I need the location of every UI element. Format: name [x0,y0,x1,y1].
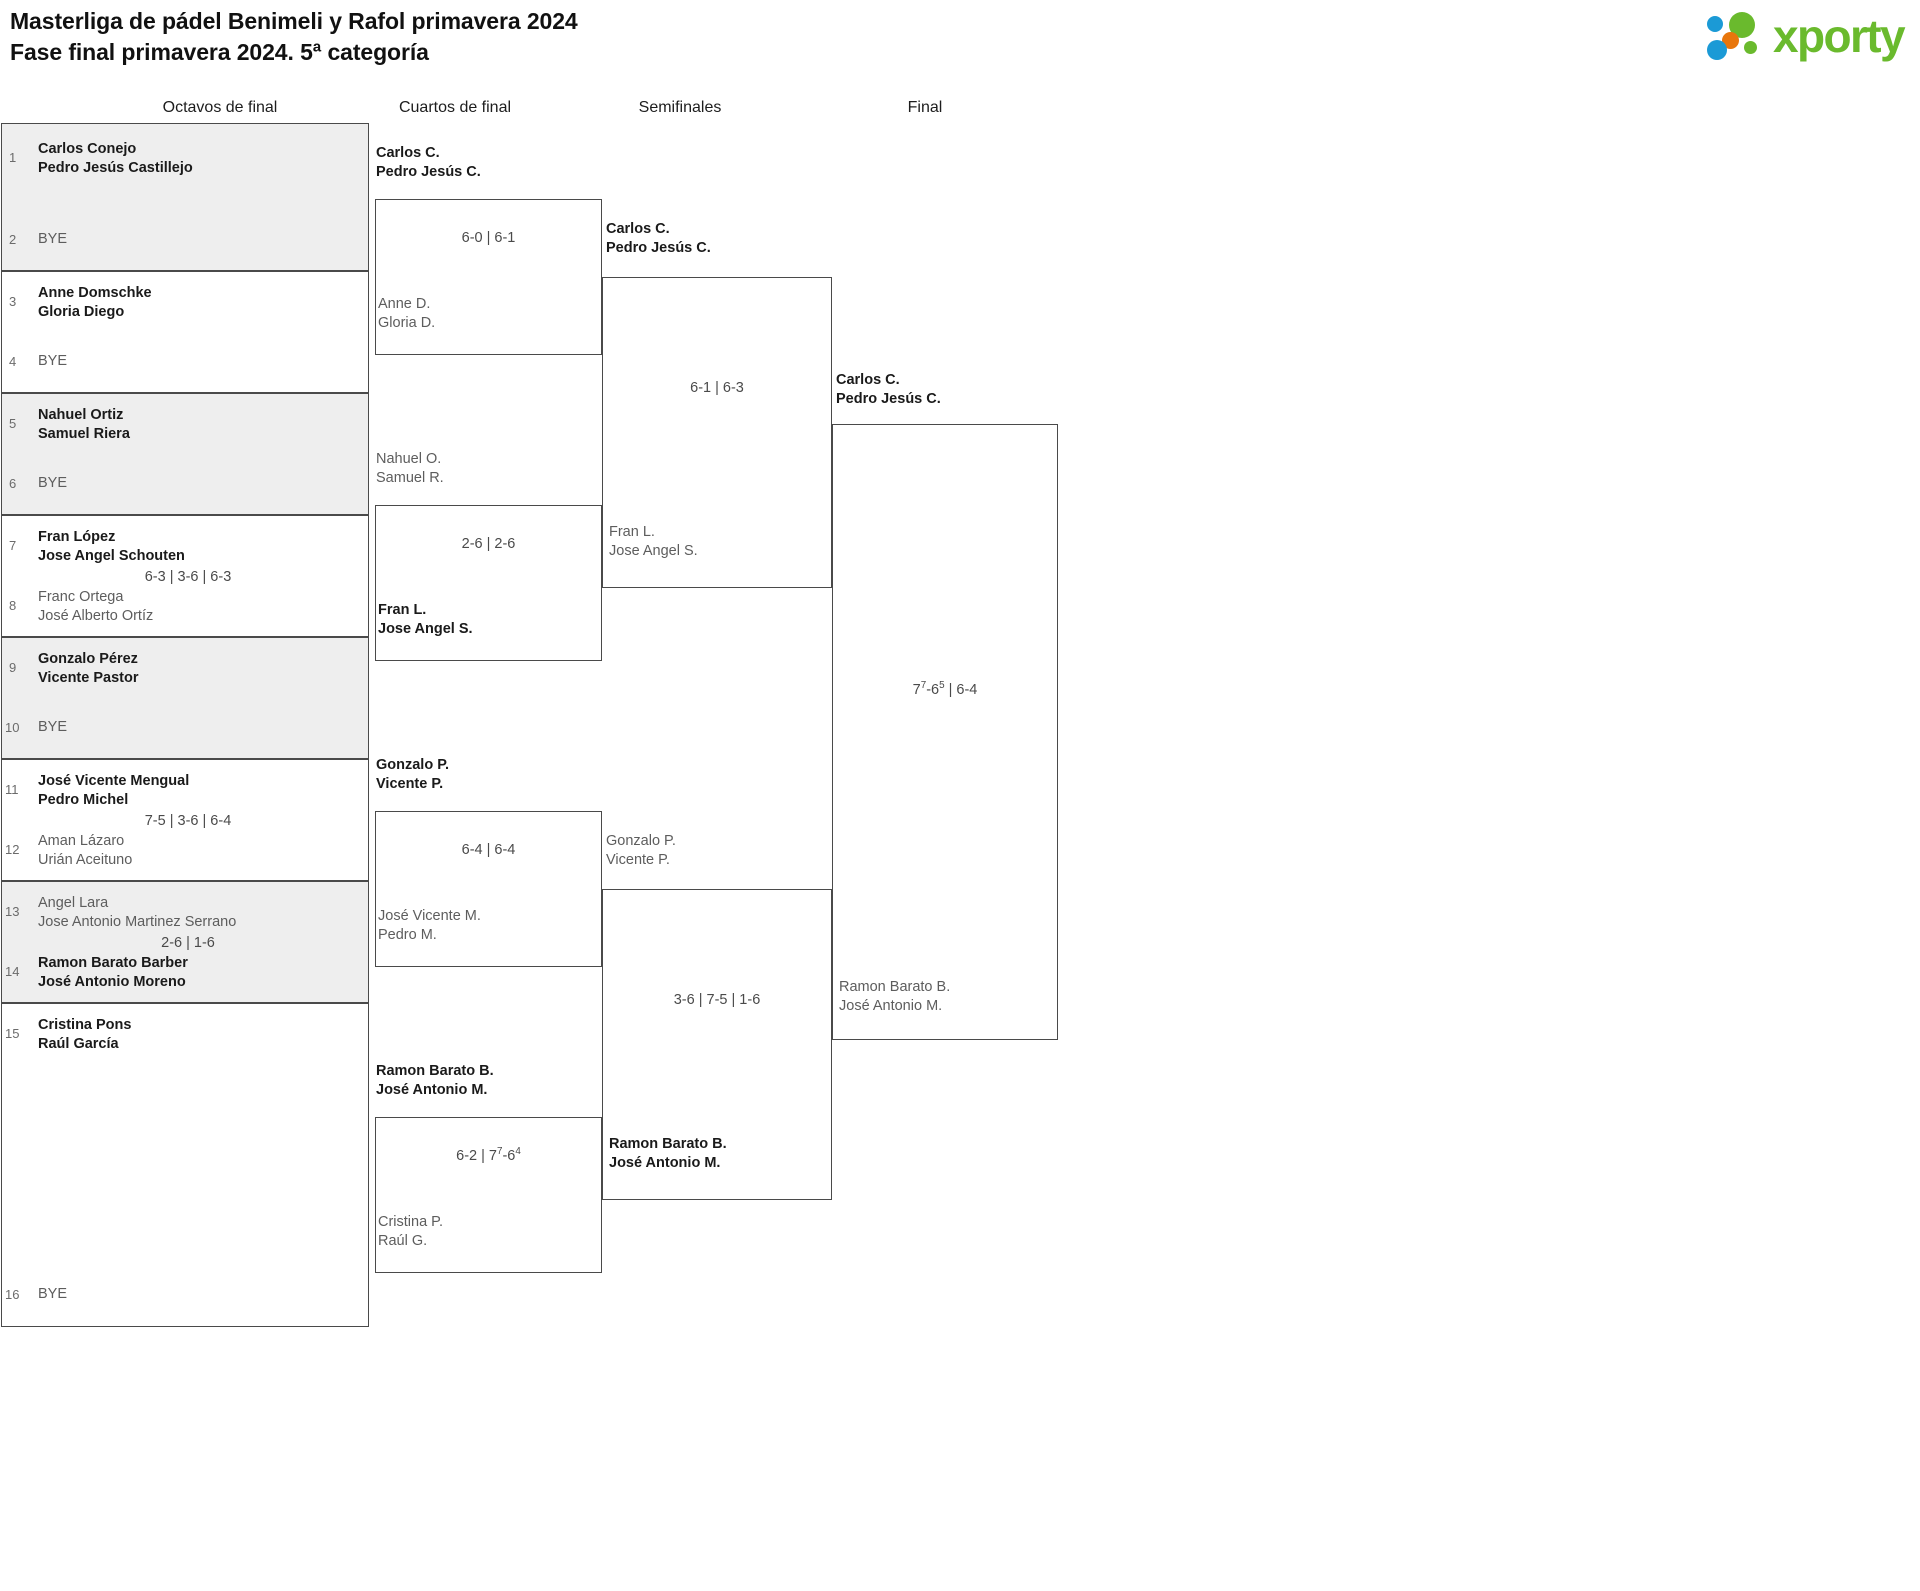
r1-team-bottom: Aman Lázaro Urián Aceituno [38,833,133,868]
r1-team-top: Gonzalo Pérez Vicente Pastor [38,651,139,686]
r1-match-1[interactable]: 1 Carlos Conejo Pedro Jesús Castillejo 2… [1,123,369,271]
r2-loser-label-4: Cristina P. Raúl G. [378,1214,444,1249]
r2-winner-label-2: Fran L. Jose Angel S. [378,602,473,637]
seed-number: 11 [5,782,19,797]
seed-number: 14 [5,964,20,979]
r1-match-2[interactable]: 3 Anne Domschke Gloria Diego 4 BYE [1,271,369,393]
r4-winner-label: Carlos C. Pedro Jesús C. [836,372,941,407]
seed-number: 8 [9,598,17,613]
seed-number: 15 [5,1026,20,1041]
score-text: 6-2 | 77-64 [456,1146,521,1164]
r3-match-score-2: 3-6 | 7-5 | 1-6 [673,992,761,1008]
r2-winner-label-4: Ramon Barato B. José Antonio M. [376,1063,494,1098]
r2-winner-label-3: Gonzalo P. Vicente P. [376,757,450,792]
seed-number: 9 [9,660,17,675]
r1-match-score: 7-5 | 3-6 | 6-4 [144,813,232,829]
r3-loser-label-1: Fran L. Jose Angel S. [609,524,698,559]
r1-match-score: 2-6 | 1-6 [161,935,215,951]
r1-team-bottom: BYE [38,719,68,735]
seed-number: 10 [5,720,20,735]
seed-number: 16 [5,1287,20,1302]
seed-number: 4 [9,354,17,369]
r2-match-score-4: 6-2 | 77-64 [376,1146,601,1164]
seed-number: 7 [9,538,17,553]
round-heading-octavos: Octavos de final [162,99,278,116]
seed-number: 13 [5,904,20,919]
r1-team-bottom: Franc Ortega José Alberto Ortíz [38,589,154,624]
r3-match-box-1[interactable]: 6-1 | 6-3 Fran L. Jose Angel S. [602,277,832,588]
r2-match-score-2: 2-6 | 2-6 [461,536,516,552]
r1-team-top: Cristina Pons Raúl García [38,1017,132,1052]
r2-loser-label-2: Nahuel O. Samuel R. [376,451,444,486]
r1-team-bottom: Ramon Barato Barber José Antonio Moreno [38,955,188,990]
page-title-line1: Masterliga de pádel Benimeli y Rafol pri… [10,8,578,34]
r3-winner-label-1: Carlos C. Pedro Jesús C. [606,221,711,256]
seed-number: 1 [9,150,17,165]
r1-match-6[interactable]: 11 José Vicente Mengual Pedro Michel 7-5… [1,759,369,881]
r2-match-score-3: 6-4 | 6-4 [461,842,516,858]
r1-team-bottom: BYE [38,353,68,369]
round-heading-cuartos: Cuartos de final [398,99,512,116]
r1-team-bottom: BYE [38,475,68,491]
r4-match-score: 77-65 | 6-4 [833,680,1057,698]
r1-team-top: Carlos Conejo Pedro Jesús Castillejo [38,141,193,176]
page-title-line2: Fase final primavera 2024. 5ª categoría [10,39,429,65]
r1-team-top: Angel Lara Jose Antonio Martinez Serrano [38,895,237,930]
logo-dots-icon [1707,10,1777,62]
r1-match-score: 6-3 | 3-6 | 6-3 [144,569,232,585]
r2-match-box-4[interactable]: 6-2 | 77-64 Cristina P. Raúl G. [375,1117,602,1273]
title-block: Masterliga de pádel Benimeli y Rafol pri… [10,6,578,68]
r2-match-box-2[interactable]: 2-6 | 2-6 Fran L. Jose Angel S. [375,505,602,661]
page-header: Masterliga de pádel Benimeli y Rafol pri… [0,0,1920,95]
r1-match-3[interactable]: 5 Nahuel Ortiz Samuel Riera 6 BYE [1,393,369,515]
r2-match-score-1: 6-0 | 6-1 [461,230,516,246]
r1-match-4[interactable]: 7 Fran López Jose Angel Schouten 6-3 | 3… [1,515,369,637]
r2-match-box-3[interactable]: 6-4 | 6-4 José Vicente M. Pedro M. [375,811,602,967]
r1-match-7[interactable]: 13 Angel Lara Jose Antonio Martinez Serr… [1,881,369,1003]
round-heading-semifinales: Semifinales [638,99,722,116]
xporty-logo[interactable]: xporty [1707,8,1912,64]
score-text: 77-65 | 6-4 [912,680,978,698]
r1-match-8[interactable]: 15 Cristina Pons Raúl García 16 BYE [1,1003,369,1327]
logo-wordmark: xporty [1773,10,1906,62]
r3-loser-label-2: Gonzalo P. Vicente P. [606,833,676,868]
r1-team-top: Nahuel Ortiz Samuel Riera [38,407,130,442]
r1-team-top: José Vicente Mengual Pedro Michel [38,773,190,808]
r4-loser-label: Ramon Barato B. José Antonio M. [839,979,951,1014]
r2-loser-label-3: José Vicente M. Pedro M. [378,908,481,943]
r3-match-score-1: 6-1 | 6-3 [690,380,744,396]
r3-winner-label-2: Ramon Barato B. José Antonio M. [609,1136,727,1171]
r1-team-top: Fran López Jose Angel Schouten [38,529,185,564]
r1-team-bottom: BYE [38,231,68,247]
seed-number: 5 [9,416,17,431]
r2-loser-label-1: Anne D. Gloria D. [378,296,436,331]
seed-number: 2 [9,232,17,247]
r3-match-box-2[interactable]: 3-6 | 7-5 | 1-6 Ramon Barato B. José Ant… [602,889,832,1200]
r1-team-bottom: BYE [38,1286,68,1302]
seed-number: 6 [9,476,17,491]
r2-match-box-1[interactable]: 6-0 | 6-1 Anne D. Gloria D. [375,199,602,355]
seed-number: 3 [9,294,17,309]
r2-winner-label-1: Carlos C. Pedro Jesús C. [376,145,481,180]
r1-match-5[interactable]: 9 Gonzalo Pérez Vicente Pastor 10 BYE [1,637,369,759]
round-heading-final: Final [907,99,943,116]
r4-match-box[interactable]: 77-65 | 6-4 Ramon Barato B. José Antonio… [832,424,1058,1040]
r1-team-top: Anne Domschke Gloria Diego [38,285,152,320]
seed-number: 12 [5,842,20,857]
